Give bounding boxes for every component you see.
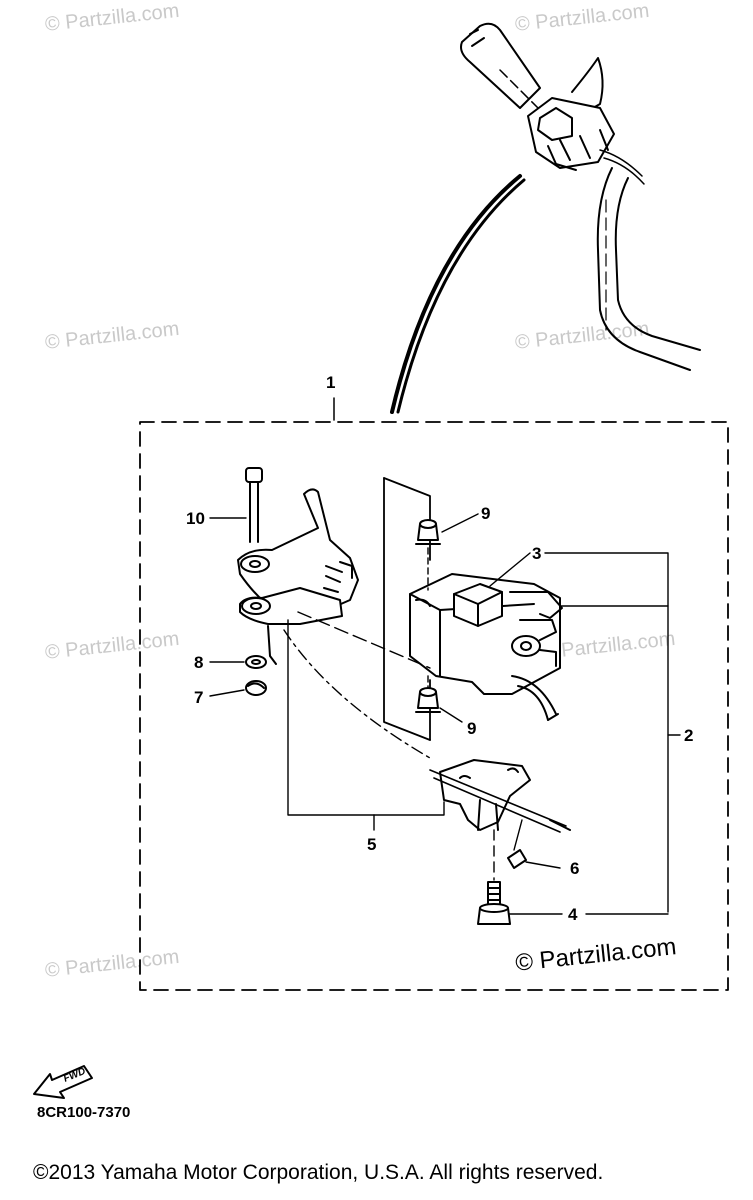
callout-2: 2 — [684, 726, 694, 745]
callout-5: 5 — [367, 835, 377, 854]
callout-9-bottom: 9 — [467, 719, 477, 738]
cable-bracket — [429, 759, 571, 833]
grommet — [415, 687, 441, 713]
callout-8: 8 — [194, 653, 204, 672]
handlebar-grip — [460, 22, 701, 371]
callout-3: 3 — [532, 544, 542, 563]
assembly-boundary — [139, 421, 729, 991]
washer — [245, 655, 267, 669]
throttle-lever — [237, 467, 359, 665]
callout-4: 4 — [568, 905, 578, 924]
screw — [507, 819, 527, 869]
grommet — [415, 519, 441, 545]
part-code: 8CR100-7370 — [37, 1104, 131, 1121]
callout-10: 10 — [186, 509, 205, 528]
bolt — [477, 881, 511, 925]
throttle-cable — [390, 174, 522, 414]
copyright-text: ©2013 Yamaha Motor Corporation, U.S.A. A… — [33, 1161, 604, 1184]
callout-9-top: 9 — [481, 504, 491, 523]
callout-6: 6 — [570, 859, 580, 878]
fwd-arrow-icon: FWD — [33, 1065, 93, 1099]
callout-7: 7 — [194, 688, 204, 707]
callout-1: 1 — [326, 373, 336, 392]
switch-body — [409, 573, 563, 721]
